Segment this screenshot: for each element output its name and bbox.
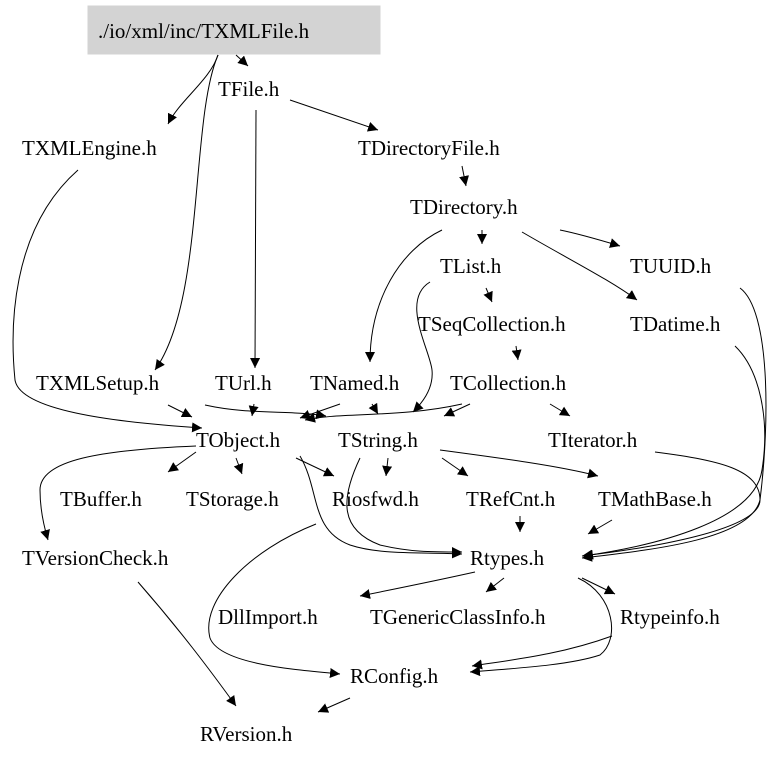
node-tversioncheck[interactable]: TVersionCheck.h	[22, 546, 169, 570]
node-tobject[interactable]: TObject.h	[196, 428, 281, 452]
edge-tfile-tdirectoryfile	[289, 99, 379, 132]
edge-turl-tobject	[248, 403, 259, 417]
node-tuuid[interactable]: TUUID.h	[630, 254, 712, 278]
edge-tobject-riosfwd	[295, 457, 335, 477]
edge-tseqcollection-tcollection	[511, 345, 522, 361]
edge-tdirectory-tuuid	[559, 229, 621, 248]
edge-rtypes-rconfig	[469, 577, 613, 677]
node-tnamed[interactable]: TNamed.h	[310, 371, 400, 395]
edge-txmlfile-tfile	[235, 54, 249, 67]
node-txmlengine[interactable]: TXMLEngine.h	[22, 136, 157, 160]
edge-tstring-rtypes	[346, 457, 463, 557]
node-rtypeinfo[interactable]: Rtypeinfo.h	[620, 605, 720, 629]
edge-tobject-tbuffer	[167, 451, 197, 473]
edge-tcollection-tstring	[443, 403, 471, 417]
edge-tlist-tseqcollection	[483, 287, 493, 303]
edges	[12, 54, 767, 713]
node-tgenericclassinfo[interactable]: TGenericClassInfo.h	[370, 605, 546, 629]
node-tstring[interactable]: TString.h	[338, 428, 418, 452]
edge-txmlfile-txmlsetup	[154, 54, 219, 371]
node-tmathbase[interactable]: TMathBase.h	[598, 487, 712, 511]
edge-riosfwd-rconfig	[208, 523, 341, 678]
edge-tmathbase-rtypes	[587, 519, 613, 535]
edge-titerator-rtypes	[581, 451, 761, 560]
node-trefcnt[interactable]: TRefCnt.h	[466, 487, 556, 511]
node-tdirectoryfile[interactable]: TDirectoryFile.h	[358, 136, 500, 160]
node-root[interactable]: ./io/xml/inc/TXMLFile.h	[98, 19, 310, 43]
edge-tstring-tmathbase	[439, 449, 599, 479]
node-tdatime[interactable]: TDatime.h	[630, 312, 721, 336]
edge-tstring-riosfwd	[382, 457, 393, 477]
edge-tdirectory-tdatime	[521, 231, 638, 301]
node-tbuffer[interactable]: TBuffer.h	[60, 487, 142, 511]
edge-rtypes-rtypeinfo	[581, 577, 616, 595]
node-turl[interactable]: TUrl.h	[215, 371, 272, 395]
edge-tversioncheck-rversion	[137, 581, 237, 707]
edge-tobject-tstorage	[233, 457, 244, 475]
node-rconfig[interactable]: RConfig.h	[350, 664, 439, 688]
edge-rtypeinfo-rconfig	[471, 635, 613, 670]
edge-tstring-trefcnt	[441, 457, 469, 477]
edge-txmlsetup-tobject	[167, 404, 193, 418]
node-rtypes[interactable]: Rtypes.h	[470, 546, 545, 570]
edge-turl-tstring	[204, 404, 327, 420]
edge-txmlfile-txmlengine	[167, 54, 219, 125]
edge-tlist-tstring	[412, 281, 433, 413]
node-txmlsetup[interactable]: TXMLSetup.h	[36, 371, 160, 395]
node-tfile[interactable]: TFile.h	[218, 77, 280, 101]
edge-tobject-tversioncheck	[39, 445, 197, 541]
node-tcollection[interactable]: TCollection.h	[450, 371, 567, 395]
node-tdirectory[interactable]: TDirectory.h	[410, 195, 518, 219]
nodes: ./io/xml/inc/TXMLFile.h TFile.h TXMLEngi…	[22, 19, 721, 746]
root-node-box	[87, 5, 381, 55]
edge-tfile-turl	[250, 109, 261, 369]
node-tseqcollection[interactable]: TSeqCollection.h	[418, 312, 566, 336]
edge-tcollection-titerator	[549, 403, 571, 417]
edge-rtypes-dllimport	[359, 571, 476, 599]
edge-rtypes-tgenericclassinfo	[485, 577, 505, 593]
edge-tcollection-tobject	[304, 403, 463, 423]
edge-rconfig-rversion	[317, 697, 351, 713]
edge-tdirectory-tnamed	[365, 229, 443, 363]
node-tstorage[interactable]: TStorage.h	[186, 487, 279, 511]
node-dllimport[interactable]: DllImport.h	[218, 605, 318, 629]
edge-txmlengine-tobject	[12, 169, 203, 433]
node-titerator[interactable]: TIterator.h	[548, 428, 638, 452]
node-riosfwd[interactable]: Riosfwd.h	[332, 487, 419, 511]
edge-tdirectoryfile-tdirectory	[459, 165, 469, 187]
edge-tnamed-tstring	[368, 402, 379, 415]
node-rversion[interactable]: RVersion.h	[200, 722, 293, 746]
edge-tdatime-rtypes	[582, 345, 766, 560]
edge-tobject-rtypes	[299, 455, 463, 559]
node-tlist[interactable]: TList.h	[440, 254, 502, 278]
